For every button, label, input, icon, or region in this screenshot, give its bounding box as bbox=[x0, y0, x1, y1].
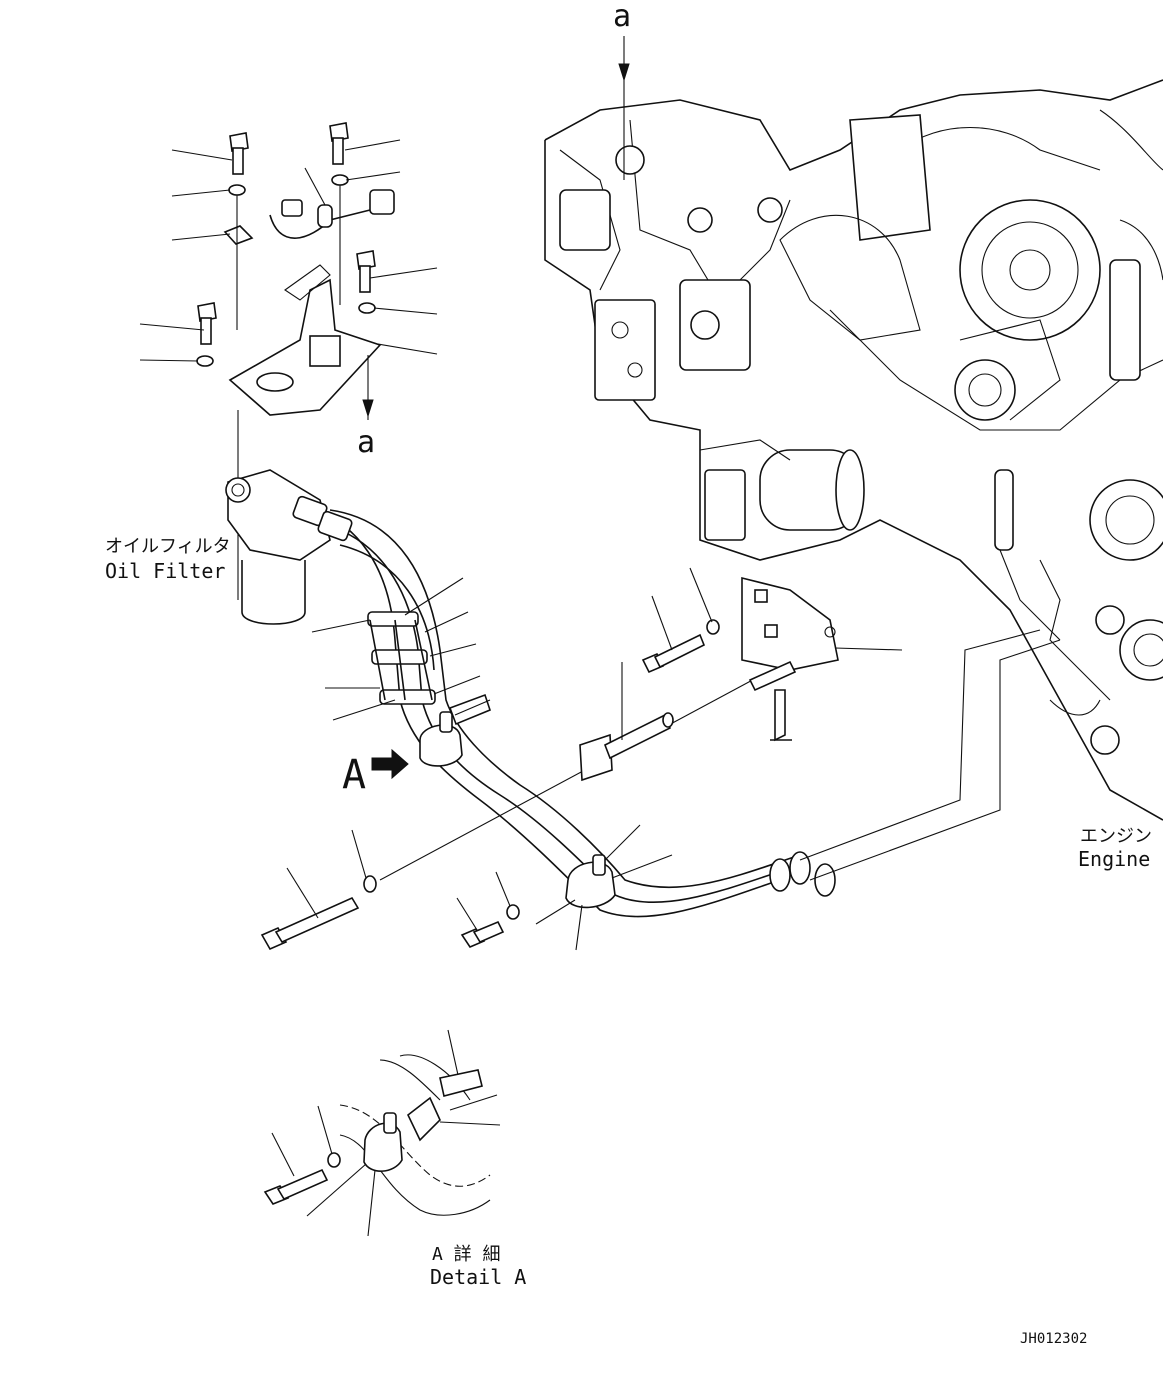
filter-bracket-assembly bbox=[196, 122, 395, 600]
detail-a-en-label: Detail A bbox=[430, 1265, 526, 1289]
detail-a-view bbox=[263, 1029, 501, 1237]
hose-clamp-a bbox=[419, 693, 491, 767]
long-bolt bbox=[260, 675, 761, 951]
bolt-3 bbox=[356, 250, 376, 293]
oil-filter bbox=[225, 469, 331, 625]
engine-assembly bbox=[544, 79, 1163, 821]
washer-1 bbox=[228, 184, 246, 196]
bracket-bolt bbox=[641, 619, 720, 674]
washer-4 bbox=[196, 355, 214, 367]
bolt-4 bbox=[197, 302, 217, 345]
detail-a-jp-label: A 詳 細 bbox=[432, 1244, 501, 1265]
bolt-2 bbox=[329, 122, 349, 165]
clip bbox=[223, 225, 254, 245]
washer-3 bbox=[358, 302, 376, 314]
oil-filter-en-label: Oil Filter bbox=[105, 559, 225, 583]
mounting-plate bbox=[228, 278, 382, 416]
engine-en-label: Engine bbox=[1078, 847, 1150, 871]
oil-filter-jp-label: オイルフィルタ bbox=[105, 536, 231, 557]
drawing-id: JH012302 bbox=[1020, 1331, 1087, 1347]
short-bolt bbox=[460, 904, 520, 948]
bolt-1 bbox=[229, 132, 249, 175]
engine-jp-label: エンジン bbox=[1080, 826, 1152, 847]
hose-clamp-lower bbox=[565, 854, 616, 909]
reference-arrow-bottom bbox=[362, 355, 374, 420]
reference-arrow-top bbox=[618, 36, 630, 180]
view-a-label: A bbox=[342, 752, 366, 798]
support-bracket bbox=[741, 576, 839, 742]
hose-clamp-upper bbox=[367, 611, 436, 705]
washer-2 bbox=[331, 174, 349, 186]
leader-lines bbox=[139, 139, 903, 951]
view-a-arrow-icon bbox=[371, 748, 409, 780]
ref-a-top-label: a bbox=[613, 0, 631, 34]
ref-a-bottom-label: a bbox=[357, 425, 375, 460]
spacer-tube bbox=[579, 712, 674, 782]
hydraulic-hoses bbox=[292, 495, 1061, 918]
